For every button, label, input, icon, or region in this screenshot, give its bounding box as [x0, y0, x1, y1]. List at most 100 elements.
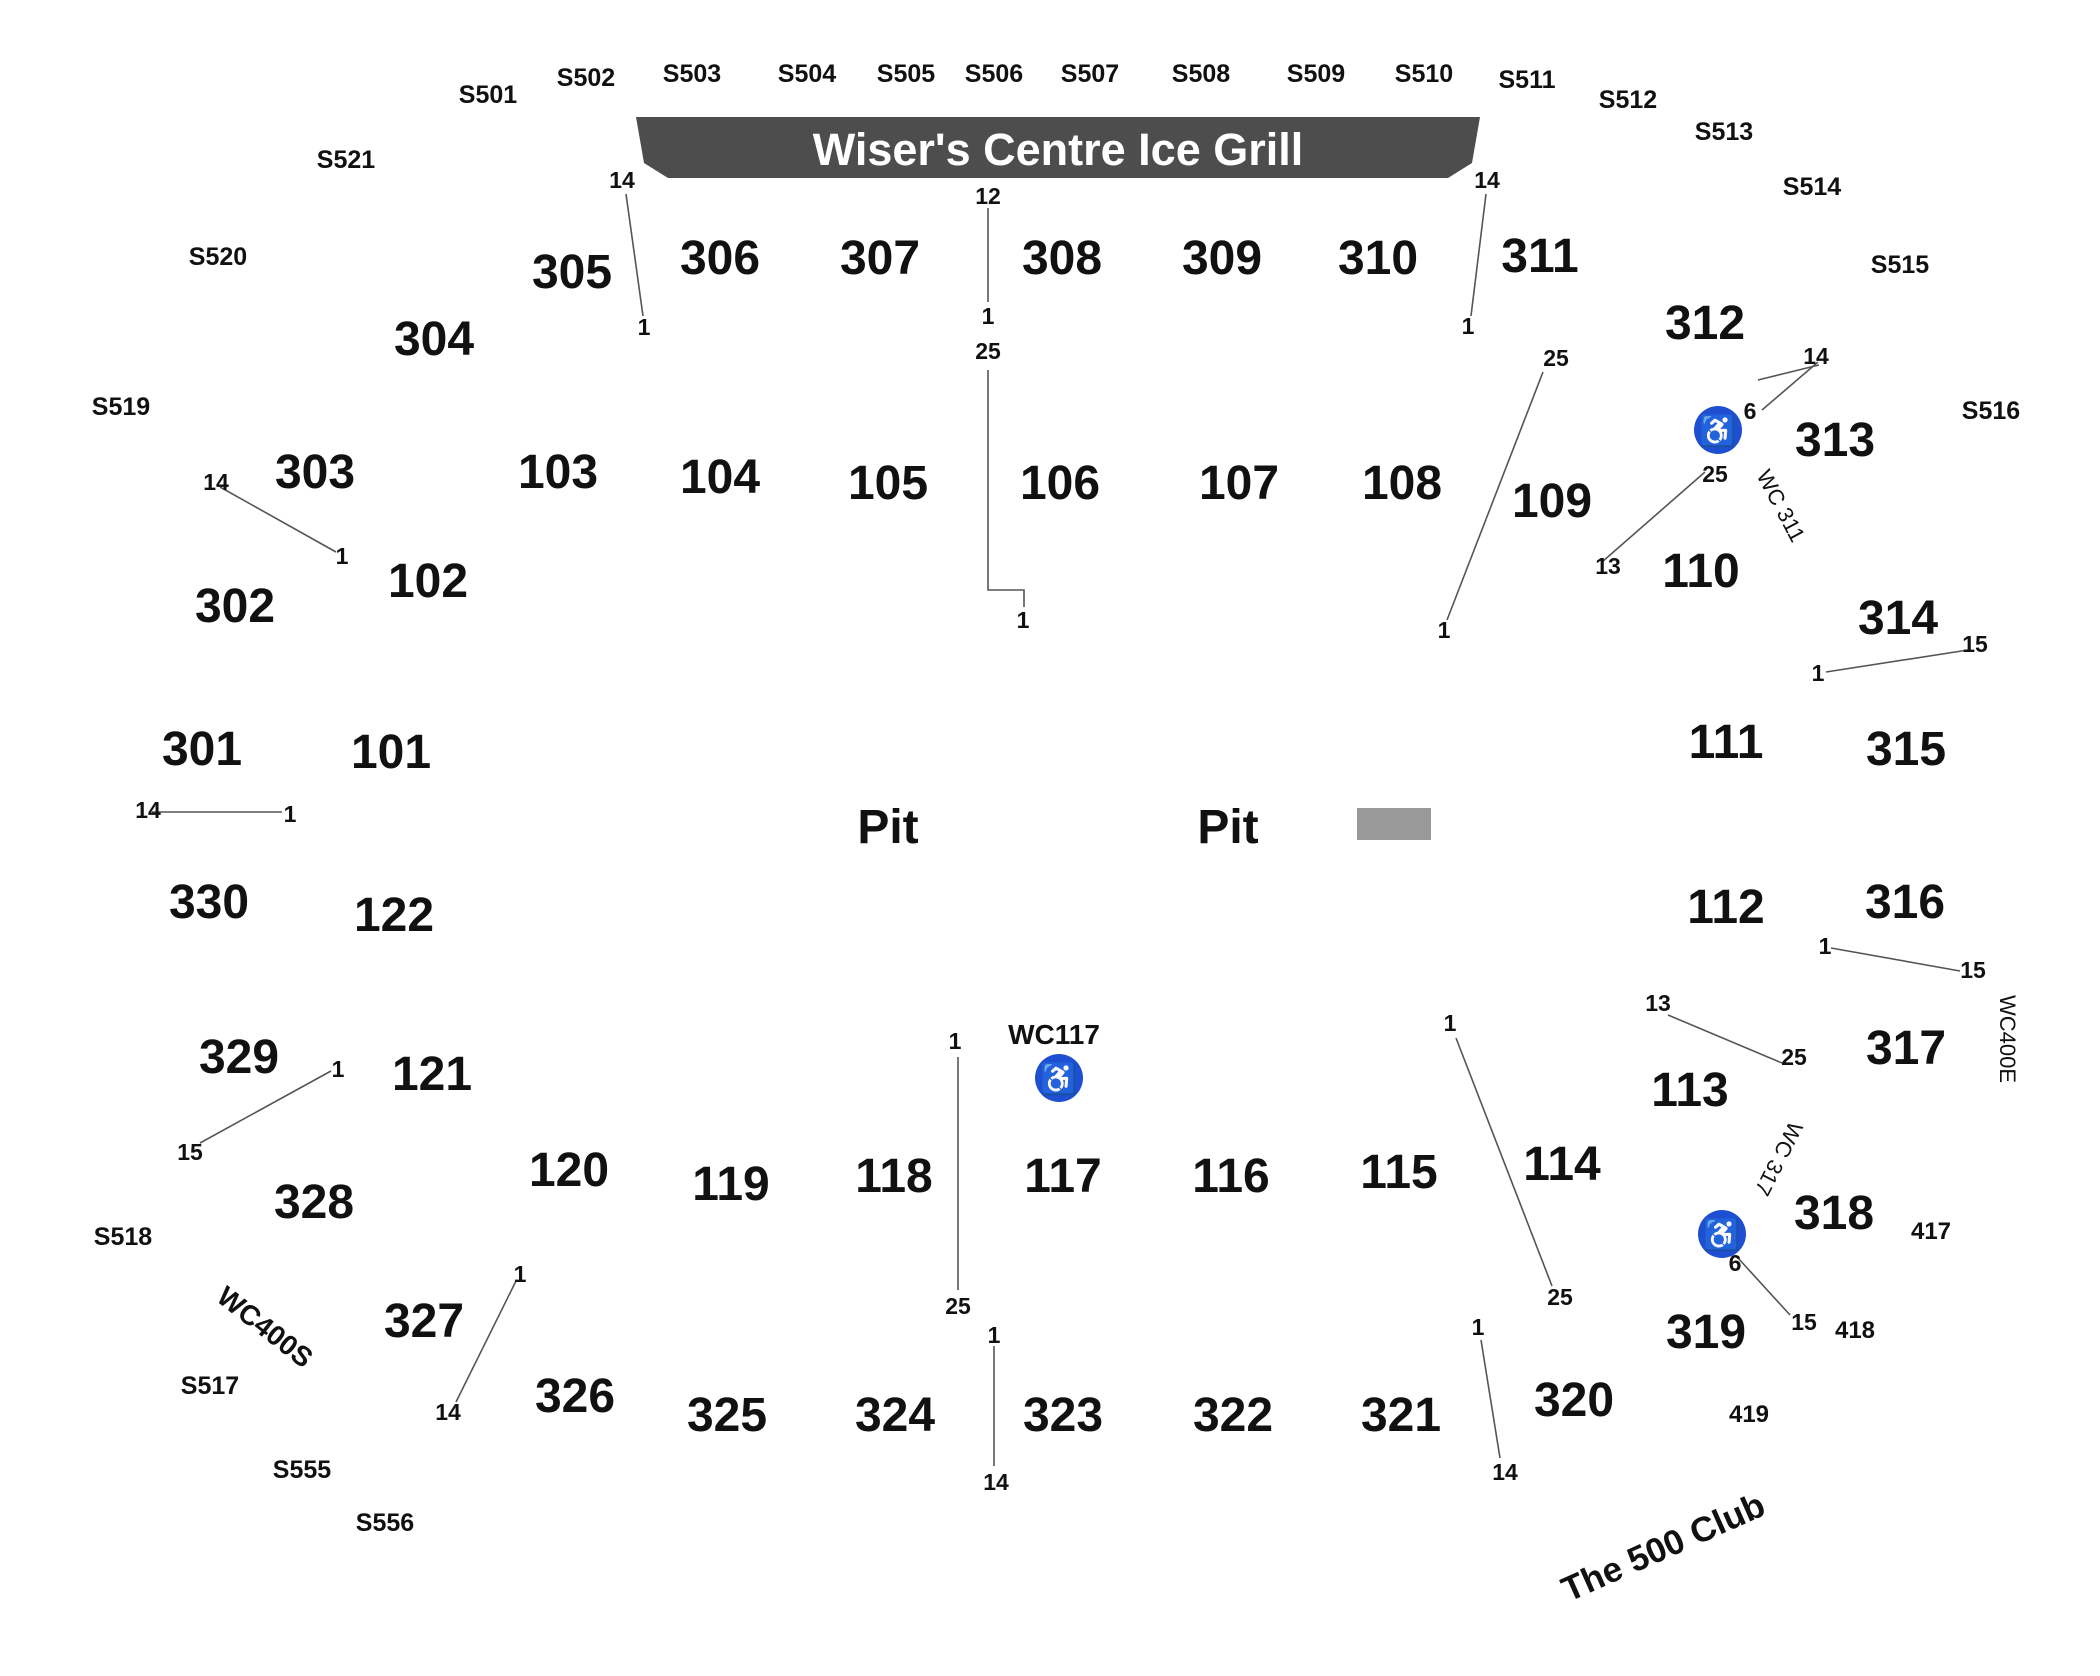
section-105[interactable]: 105 [848, 457, 928, 510]
pit-right[interactable]: Pit [1197, 801, 1258, 854]
row-marker: 1 [332, 1056, 345, 1082]
section-316[interactable]: 316 [1865, 876, 1945, 929]
suite-S507[interactable]: S507 [1061, 60, 1119, 88]
row-marker: 15 [1962, 631, 1988, 657]
section-324[interactable]: 324 [855, 1389, 935, 1442]
section-311[interactable]: 311 [1501, 230, 1578, 283]
suite-S509[interactable]: S509 [1287, 60, 1345, 88]
row-marker: 1 [336, 543, 349, 569]
section-119[interactable]: 119 [692, 1158, 769, 1211]
section-320[interactable]: 320 [1534, 1374, 1614, 1427]
suite-S519[interactable]: S519 [92, 393, 150, 421]
section-114[interactable]: 114 [1523, 1138, 1601, 1191]
section-103[interactable]: 103 [518, 446, 598, 499]
suite-S517[interactable]: S517 [181, 1372, 239, 1400]
suite-S515[interactable]: S515 [1871, 251, 1929, 279]
section-313[interactable]: 313 [1795, 414, 1875, 467]
suite-S504[interactable]: S504 [778, 60, 836, 88]
wc-317-area[interactable]: ♿ WC 317 [1698, 1118, 1808, 1258]
wc-400e-label[interactable]: WC400E [1995, 995, 2020, 1083]
row-marker: 25 [1547, 1284, 1573, 1310]
row-marker: 14 [983, 1469, 1009, 1495]
section-328[interactable]: 328 [274, 1176, 354, 1229]
suite-S556[interactable]: S556 [356, 1509, 414, 1537]
section-109[interactable]: 109 [1512, 475, 1592, 528]
suite-S508[interactable]: S508 [1172, 60, 1230, 88]
row-marker: 1 [1444, 1010, 1457, 1036]
suite-S501[interactable]: S501 [459, 81, 517, 109]
section-104[interactable]: 104 [680, 451, 760, 504]
section-312[interactable]: 312 [1665, 297, 1745, 350]
section-115[interactable]: 115 [1360, 1146, 1437, 1199]
section-117[interactable]: 117 [1024, 1150, 1101, 1203]
section-113[interactable]: 113 [1651, 1064, 1728, 1117]
suite-S514[interactable]: S514 [1783, 173, 1841, 201]
section-329[interactable]: 329 [199, 1031, 279, 1084]
section-326[interactable]: 326 [535, 1370, 615, 1423]
section-307[interactable]: 307 [840, 232, 920, 285]
grill-label: Wiser's Centre Ice Grill [813, 124, 1304, 175]
section-118[interactable]: 118 [855, 1150, 932, 1203]
section-319[interactable]: 319 [1666, 1306, 1746, 1359]
section-111[interactable]: 111 [1689, 716, 1764, 769]
centre-ice-grill-banner [636, 117, 1480, 178]
club-label[interactable]: The 500 Club [1556, 1485, 1771, 1609]
section-310[interactable]: 310 [1338, 232, 1418, 285]
row-marker: 13 [1595, 553, 1621, 579]
suite-S502[interactable]: S502 [557, 64, 615, 92]
suite-S518[interactable]: S518 [94, 1223, 152, 1251]
suite-S516[interactable]: S516 [1962, 397, 2020, 425]
suite-S503[interactable]: S503 [663, 60, 721, 88]
suite-S512[interactable]: S512 [1599, 86, 1657, 114]
section-315[interactable]: 315 [1866, 723, 1946, 776]
suite-S513[interactable]: S513 [1695, 118, 1753, 146]
section-122[interactable]: 122 [354, 889, 434, 942]
row-marker: 1 [1462, 313, 1475, 339]
section-106[interactable]: 106 [1020, 457, 1100, 510]
wc-400s-label[interactable]: WC400S [211, 1280, 318, 1373]
section-303[interactable]: 303 [275, 446, 355, 499]
section-317[interactable]: 317 [1866, 1022, 1946, 1075]
section-121[interactable]: 121 [392, 1048, 472, 1101]
wheelchair-glyph: ♿ [1040, 1061, 1077, 1096]
section-305[interactable]: 305 [532, 246, 612, 299]
section-102[interactable]: 102 [388, 555, 468, 608]
row-marker: 1 [284, 801, 297, 827]
section-419[interactable]: 419 [1729, 1401, 1769, 1428]
section-314[interactable]: 314 [1858, 592, 1938, 645]
row-marker: 1 [1819, 933, 1832, 959]
section-110[interactable]: 110 [1662, 545, 1739, 598]
section-308[interactable]: 308 [1022, 232, 1102, 285]
section-321[interactable]: 321 [1361, 1389, 1441, 1442]
suite-S520[interactable]: S520 [189, 243, 247, 271]
section-322[interactable]: 322 [1193, 1389, 1273, 1442]
section-302[interactable]: 302 [195, 580, 275, 633]
section-120[interactable]: 120 [529, 1144, 609, 1197]
section-108[interactable]: 108 [1362, 457, 1442, 510]
section-318[interactable]: 318 [1794, 1187, 1874, 1240]
section-301[interactable]: 301 [162, 723, 242, 776]
row-marker: 12 [975, 183, 1001, 209]
suite-S511[interactable]: S511 [1498, 66, 1555, 94]
section-323[interactable]: 323 [1023, 1389, 1103, 1442]
section-112[interactable]: 112 [1687, 881, 1764, 934]
row-marker: 25 [1543, 345, 1569, 371]
section-107[interactable]: 107 [1199, 457, 1279, 510]
section-330[interactable]: 330 [169, 876, 249, 929]
wc-117-area[interactable]: ♿ WC117 [1008, 1019, 1100, 1102]
suite-S510[interactable]: S510 [1395, 60, 1453, 88]
pit-left[interactable]: Pit [857, 801, 918, 854]
section-309[interactable]: 309 [1182, 232, 1262, 285]
section-417[interactable]: 417 [1911, 1218, 1951, 1245]
section-101[interactable]: 101 [351, 726, 431, 779]
suite-S506[interactable]: S506 [965, 60, 1023, 88]
section-306[interactable]: 306 [680, 232, 760, 285]
suite-S555[interactable]: S555 [273, 1456, 331, 1484]
section-327[interactable]: 327 [384, 1295, 464, 1348]
section-418[interactable]: 418 [1835, 1317, 1875, 1344]
suite-S505[interactable]: S505 [877, 60, 935, 88]
suite-S521[interactable]: S521 [317, 146, 375, 174]
section-304[interactable]: 304 [394, 313, 474, 366]
section-325[interactable]: 325 [687, 1389, 767, 1442]
section-116[interactable]: 116 [1192, 1150, 1269, 1203]
